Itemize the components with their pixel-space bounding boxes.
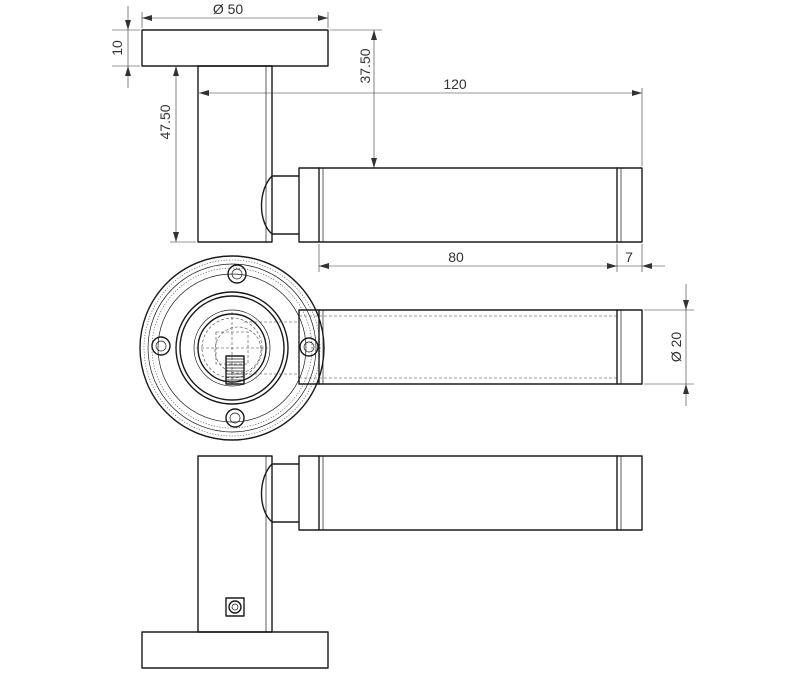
dim-grip-length-label: 80 [448, 249, 464, 265]
dim-rose-diameter-label: Ø 50 [213, 1, 244, 17]
dim-overall-length: 120 [199, 76, 643, 166]
middle-view [139, 255, 643, 441]
screw-hole-right [299, 337, 319, 357]
screw-hole-top [227, 264, 247, 284]
dim-rose-thickness-label: 10 [109, 40, 125, 56]
bottom-grub-screw [225, 597, 245, 617]
top-rose [141, 29, 329, 67]
top-neck [197, 65, 273, 243]
bottom-grip [298, 455, 643, 531]
bottom-rose [141, 631, 329, 669]
bottom-collar [260, 463, 273, 523]
bottom-neck [197, 455, 273, 633]
dim-projection-label: 37.50 [357, 48, 373, 83]
grub-screw [225, 355, 245, 385]
dim-neck-height-label: 47.50 [157, 104, 173, 139]
dim-rose-diameter: Ø 50 [141, 1, 329, 28]
screw-hole-left [151, 336, 171, 356]
bottom-view [141, 455, 643, 669]
dim-projection: 37.50 [330, 29, 382, 168]
screw-hole-bottom [225, 408, 245, 428]
top-view [141, 29, 643, 243]
dim-end-cap-label: 7 [625, 249, 633, 265]
dim-overall-length-label: 120 [443, 76, 467, 92]
top-collar [260, 175, 273, 235]
middle-grip [298, 309, 643, 385]
dim-grip-length: 80 7 [318, 244, 665, 272]
top-grip [298, 167, 643, 243]
dim-grip-diameter: Ø 20 [644, 284, 694, 406]
dim-grip-diameter-label: Ø 20 [668, 332, 684, 363]
dim-neck-height: 47.50 [157, 65, 196, 243]
rose-outer [139, 255, 325, 441]
dim-rose-thickness: 10 [109, 6, 140, 88]
